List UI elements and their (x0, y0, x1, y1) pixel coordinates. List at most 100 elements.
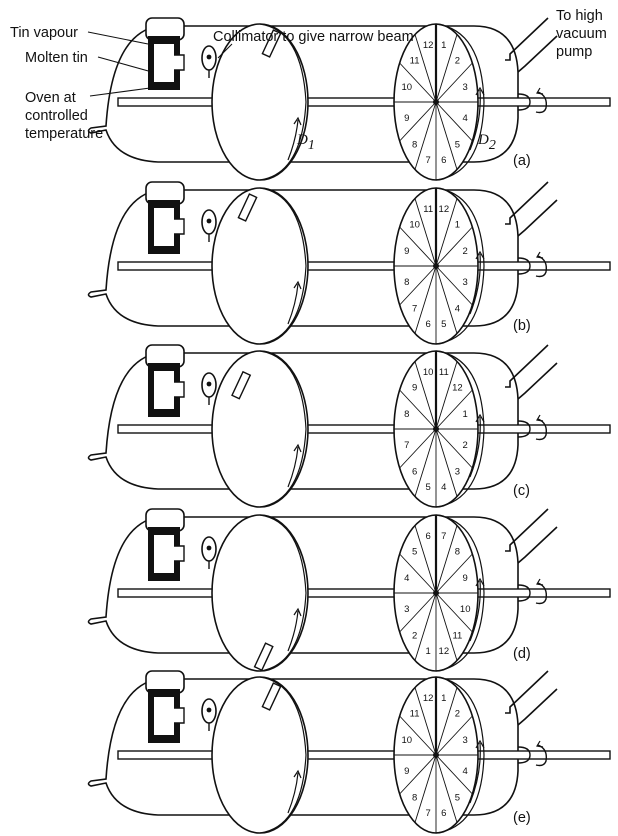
disc-d2-sector-number: 9 (404, 113, 409, 124)
disc2-label: D2 (477, 132, 496, 153)
disc-d2-sector-number: 7 (412, 303, 417, 314)
disc-d2-sector-number: 8 (412, 792, 417, 803)
disc-d2-sector-number: 9 (404, 766, 409, 777)
disc-d2-sector-line (435, 592, 458, 661)
rotation-arrow (535, 91, 548, 114)
disc-d2-sector-line (414, 265, 437, 334)
disc-d2-arrow (469, 253, 481, 315)
disc-d2-sector-number: 5 (455, 792, 460, 803)
vacuum-tube (87, 189, 519, 327)
disc-d2-sector-line (435, 361, 458, 430)
oven-label-line2: controlled (25, 108, 88, 124)
molten-tin-leader (97, 56, 153, 73)
disc-d2-sector-line (435, 428, 458, 497)
molten-tin-label: Molten tin (25, 50, 88, 66)
oven-cavity (154, 44, 174, 82)
disc-d2-sector-line (435, 715, 473, 756)
shaft (117, 97, 611, 107)
tin-vapour-leader (87, 31, 149, 45)
disc-d2-sector-number: 12 (439, 204, 450, 215)
pump-pipe (505, 181, 549, 225)
disc-d1-arrow (287, 446, 299, 488)
disc-d2-sector-number: 5 (455, 139, 460, 150)
disc-d1-arrow (287, 772, 299, 814)
disc-d2-sector-number: 6 (426, 531, 431, 542)
disc-d2-sector-number: 5 (412, 547, 417, 558)
disc-d1-slot (231, 370, 252, 400)
bearing (517, 420, 531, 438)
oven-slot (174, 218, 185, 235)
disc-d2-sector-number: 7 (426, 808, 431, 819)
disc-d2-hub (433, 752, 439, 758)
disc-d2-arrow-head (475, 739, 485, 749)
vacuum-tube (87, 352, 519, 490)
oven-cavity (154, 535, 174, 573)
bearing (517, 584, 531, 602)
disc-d2-sector-line (399, 265, 437, 306)
disc-d2-rim (435, 23, 485, 181)
disc-d2-sector-number: 7 (441, 531, 446, 542)
disc-d2-sector-number: 2 (455, 709, 460, 720)
disc-d2-arrow-head (475, 250, 485, 260)
disc-d2-sector-number: 9 (412, 383, 417, 394)
collimator-hole (206, 707, 212, 713)
disc-d1-arrow-head (293, 769, 302, 779)
disc-d2-sector-line (414, 525, 437, 594)
disc-d2-sector-line (414, 592, 437, 661)
disc-d2-sector-line (399, 226, 437, 267)
disc-d2-sector-line (435, 101, 458, 170)
disc-d2-sector-line (435, 265, 473, 306)
disc-d2-sector-number: 3 (463, 82, 468, 93)
disc-d2-sector-line (399, 553, 437, 594)
disc-d2-sector-number: 12 (423, 693, 434, 704)
collimator-label: Collimator to give narrow beam (213, 29, 414, 45)
disc-d1-rim (259, 350, 307, 508)
disc-d2-sector-number: 1 (463, 409, 468, 420)
tin-vapour-label: Tin vapour (10, 25, 78, 41)
disc-d2-sector-line (414, 198, 437, 267)
disc-d1-arrow-head (293, 116, 302, 126)
pump-pipe (505, 670, 549, 714)
rotation-arrow-head (536, 87, 544, 95)
rotation-arrow (535, 744, 548, 767)
oven-label-line3: temperature (25, 126, 103, 142)
disc-d2-sector-line (435, 754, 458, 823)
disc-d2-sector-line (435, 428, 473, 469)
pump-pipe (505, 17, 549, 61)
collimator-hole (206, 545, 212, 551)
disc-d2-sector-number: 6 (426, 319, 431, 330)
disc-d2-sector-number: 1 (441, 693, 446, 704)
pump-pipe-outer (517, 362, 558, 400)
disc-d2-sector-line (435, 389, 473, 430)
disc-d1-rim (259, 187, 307, 345)
disc-d2-sector-line (414, 101, 437, 170)
disc-d2-arrow-head (475, 577, 485, 587)
disc-d2-arrow-head (475, 413, 485, 423)
disc-d2-sector-line (435, 198, 458, 267)
disc-d1-arrow (287, 119, 299, 161)
disc-d2-sector-number: 11 (423, 204, 433, 215)
disc-d2-sector-number: 4 (463, 766, 468, 777)
disc-d2-sector-number: 10 (409, 220, 420, 231)
disc-d2-sector-number: 2 (455, 56, 460, 67)
disc-d2-sector-number: 3 (463, 735, 468, 746)
vacuum-tube (87, 678, 519, 816)
disc-d2-sector-number: 6 (441, 155, 446, 166)
disc-d2-sector-number: 8 (404, 409, 409, 420)
collimator-leader (217, 43, 233, 59)
disc-d1-rim (259, 23, 307, 181)
disc-d2-sector-number: 1 (426, 646, 431, 657)
disc-d1-rim (259, 676, 307, 834)
disc-d2-sector-line (435, 101, 473, 142)
disc-d2-sector-number: 7 (426, 155, 431, 166)
disc-d2-sector-number: 10 (402, 82, 413, 93)
oven-slot (174, 707, 185, 724)
disc-d2-sector-number: 5 (441, 319, 446, 330)
disc-d2-sector-number: 6 (441, 808, 446, 819)
disc-d2-sector-number: 2 (463, 246, 468, 257)
disc-d1-arrow-head (293, 280, 302, 290)
panel-caption: (e) (513, 810, 531, 826)
